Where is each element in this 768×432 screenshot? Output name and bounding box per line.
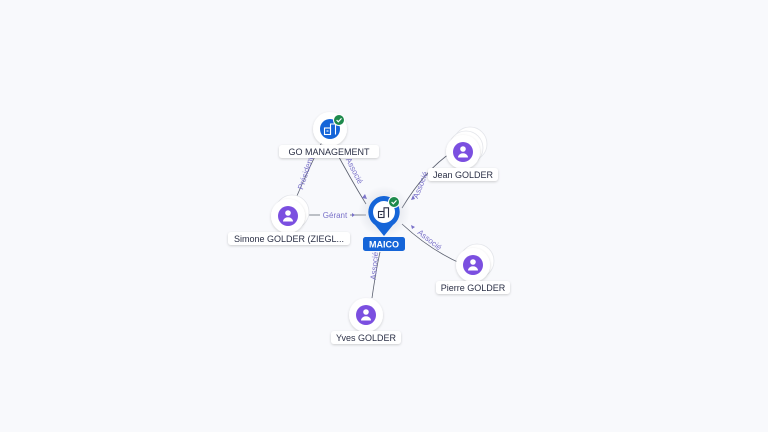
center-label-box [363,237,405,251]
person-icon [453,142,473,162]
node-yves-golder[interactable]: Yves GOLDER [331,298,401,344]
edge-pierre-maico[interactable]: Associé [401,223,463,265]
building-glyph [323,123,337,136]
node-label-box [331,331,401,344]
edge-simone-maico[interactable]: Gérant [304,210,366,220]
edge-yves-maico[interactable]: Associé [369,251,381,299]
center-label: MAICO [369,240,399,250]
node-pierre-golder[interactable]: Pierre GOLDER [436,243,510,294]
node-label-box [428,168,498,181]
person-body [283,217,293,222]
node-label-jean: Jean GOLDER [433,170,494,180]
node-label-box [279,145,379,158]
person-head [470,259,476,265]
person-head [460,146,466,152]
edge-label-pierre-maico: Associé [416,228,444,253]
node-label-box [228,232,350,245]
edge-line [371,251,381,299]
node-go-management[interactable]: GO MANAGEMENT [279,112,379,158]
check-glyph [391,199,397,205]
person-body [361,316,371,321]
edge-label-simone-maico: Gérant [323,211,348,220]
edge-arrow [411,225,415,229]
edge-label-bg [320,210,350,220]
node-simone-golder[interactable]: Simone GOLDER (ZIEGL... [228,194,350,245]
person-icon [278,206,298,226]
node-label-yves: Yves GOLDER [336,333,397,343]
edge-label-jean-maico: Associé [411,170,430,200]
node-label-simone: Simone GOLDER (ZIEGL... [234,234,344,244]
edge-line [401,223,463,265]
building-icon [377,207,390,219]
node-label-pierre: Pierre GOLDER [441,283,506,293]
node-maico-center[interactable]: MAICO [358,186,410,251]
node-label-box [436,281,510,294]
person-icon [463,255,483,275]
person-head [285,210,291,216]
node-jean-golder[interactable]: Jean GOLDER [428,126,498,181]
person-head [363,309,369,315]
person-body [468,266,478,271]
person-icon [356,305,376,325]
node-label-go: GO MANAGEMENT [288,147,370,157]
edge-label-simone-go: Président [296,155,315,191]
person-body [458,153,468,158]
check-glyph [336,117,342,123]
verified-check-icon [333,114,345,126]
edge-arrow [411,195,415,200]
edge-label-yves-maico: Associé [369,251,380,280]
verified-check-icon [388,196,400,208]
nodes-layer: GO MANAGEMENT Simone GOLDER (ZIEGL... [228,112,510,344]
edge-arrow [352,213,355,217]
